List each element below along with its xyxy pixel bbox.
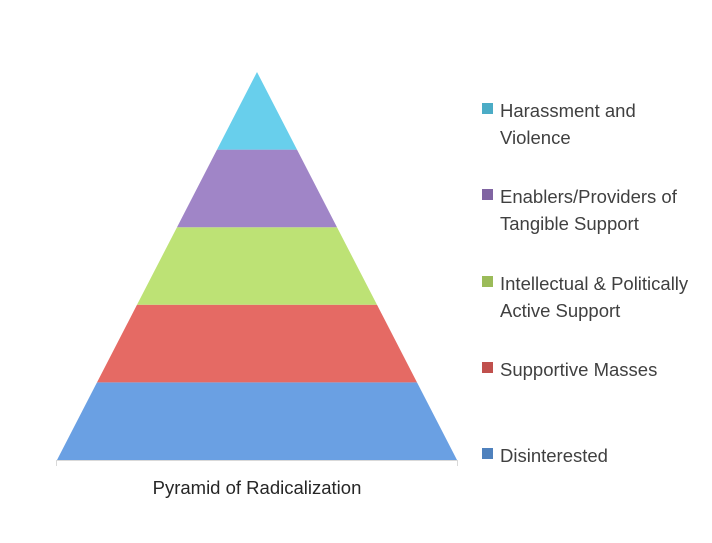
legend-label-supportive-masses: Supportive Masses — [500, 359, 658, 380]
legend-swatch-intellectual-support — [482, 276, 493, 287]
pyramid-layer-harassment-and-violence — [217, 72, 297, 150]
legend-swatch-enablers-providers — [482, 189, 493, 200]
legend-swatch-disinterested — [482, 448, 493, 459]
legend-label-intellectual-support: Intellectual & Politically Active Suppor… — [500, 273, 689, 321]
legend-label-harassment-violence: Harassment and Violence — [500, 100, 636, 148]
pyramid-layer-supportive-masses — [97, 304, 417, 383]
pyramid-layer-disinterested — [57, 382, 457, 460]
pyramid-layer-intellectual-politically-active-support — [137, 227, 377, 305]
legend-label-disinterested: Disinterested — [500, 445, 608, 466]
legend-label-enablers-providers: Enablers/Providers of Tangible Support — [500, 186, 677, 234]
legend: Harassment and Violence Enablers/Provide… — [482, 0, 707, 543]
x-axis-category-label: Pyramid of Radicalization — [153, 477, 362, 498]
legend-swatch-supportive-masses — [482, 362, 493, 373]
pyramid-layer-enablers-providers-of-tangible-support — [177, 149, 337, 228]
legend-swatch-harassment-violence — [482, 103, 493, 114]
pyramid-layers — [57, 72, 457, 460]
